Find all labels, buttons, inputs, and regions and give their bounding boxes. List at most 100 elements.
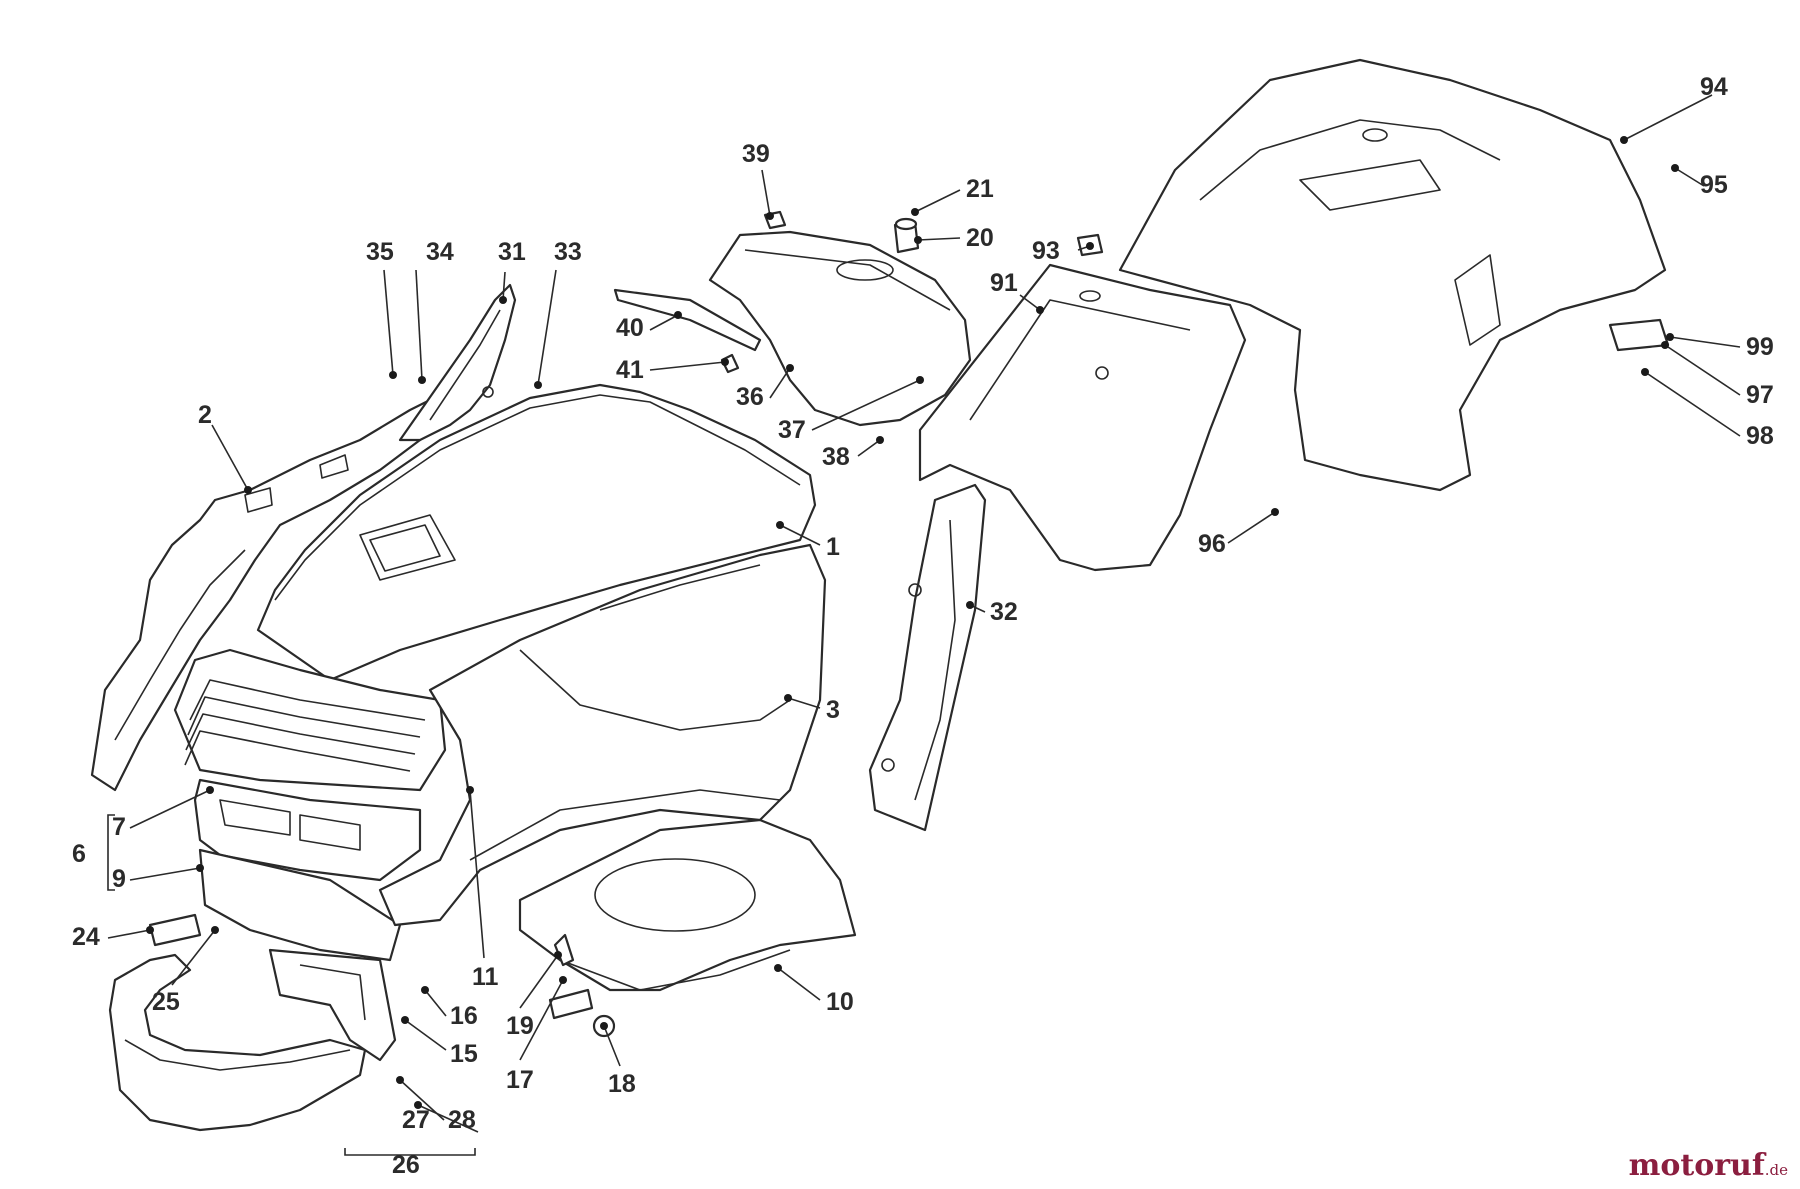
leader-line (129, 789, 211, 829)
leader-line (649, 314, 679, 331)
lower-grille-part (193, 778, 422, 962)
callout-25: 25 (152, 988, 180, 1016)
callout-93: 93 (1032, 237, 1060, 265)
callout-9: 9 (112, 865, 126, 893)
callout-20: 20 (966, 224, 994, 252)
callout-91: 91 (990, 269, 1018, 297)
leader-dot (1666, 333, 1674, 341)
leader-line (404, 1019, 447, 1051)
leader-dot (211, 926, 219, 934)
callout-16: 16 (450, 1002, 478, 1030)
callout-11: 11 (472, 963, 499, 991)
callout-39: 39 (742, 140, 770, 168)
leader-dot (146, 926, 154, 934)
leader-dot (966, 601, 974, 609)
leader-line (107, 929, 151, 939)
leader-dot (499, 296, 507, 304)
leader-line (917, 237, 961, 241)
callout-38: 38 (822, 443, 850, 471)
side-strip-part (868, 483, 987, 832)
callout-10: 10 (826, 988, 854, 1016)
leader-line (211, 424, 249, 491)
leader-dot (1641, 368, 1649, 376)
leader-dot (1661, 341, 1669, 349)
callout-21: 21 (966, 175, 994, 203)
leader-dot (786, 364, 794, 372)
leader-dot (196, 864, 204, 872)
leader-dot (674, 311, 682, 319)
leader-line (603, 1025, 621, 1067)
leader-line (777, 967, 821, 1001)
callout-19: 19 (506, 1012, 534, 1040)
leader-line (1227, 511, 1276, 544)
group-bracket (107, 814, 476, 1156)
callout-33: 33 (554, 238, 582, 266)
leader-dot (244, 486, 252, 494)
leader-line (171, 929, 216, 986)
leader-dot (206, 786, 214, 794)
leader-line (1623, 94, 1713, 141)
leader-dot (914, 236, 922, 244)
callout-36: 36 (736, 383, 764, 411)
callout-34: 34 (426, 238, 454, 266)
grille-part (173, 648, 447, 792)
motoruf-watermark: motoruf.de (1629, 1148, 1788, 1183)
rear-mudguard-part (1118, 58, 1667, 492)
mudguard-insert-part (918, 263, 1247, 572)
leader-dot (600, 1022, 608, 1030)
callout-31: 31 (498, 238, 526, 266)
leader-line (424, 989, 447, 1017)
callout-labels: 1 2 3 6 7 9 10 11 15 16 17 18 19 20 21 2… (72, 73, 1774, 1179)
watermark-text: motoruf (1628, 1148, 1765, 1183)
leader-dot (916, 376, 924, 384)
leader-dot (774, 964, 782, 972)
hood-part (256, 383, 817, 682)
callout-98: 98 (1746, 422, 1774, 450)
leader-line (787, 697, 821, 709)
callout-17: 17 (506, 1066, 534, 1094)
leader-line (129, 867, 201, 881)
callout-6: 6 (72, 840, 86, 868)
leader-lines (107, 94, 1741, 1156)
callout-7: 7 (112, 813, 126, 841)
callout-2: 2 (198, 401, 212, 429)
leader-dot (1036, 306, 1044, 314)
leader-line (779, 524, 821, 546)
leader-line (761, 169, 771, 217)
leader-line (1669, 336, 1741, 348)
leader-dot (1671, 164, 1679, 172)
callout-24: 24 (72, 923, 100, 951)
small-parts (148, 210, 1104, 1038)
leader-dot (1086, 242, 1094, 250)
callout-26: 26 (392, 1151, 420, 1179)
leader-dot (534, 381, 542, 389)
leader-dot (554, 951, 562, 959)
leader-dot (418, 376, 426, 384)
leader-dot (911, 208, 919, 216)
leader-dot (466, 786, 474, 794)
leader-line (857, 439, 881, 457)
callout-3: 3 (826, 696, 840, 724)
callout-94: 94 (1700, 73, 1728, 101)
leader-line (1674, 167, 1705, 187)
leader-line (1664, 344, 1741, 396)
callout-40: 40 (616, 314, 644, 342)
callout-27: 27 (402, 1106, 430, 1134)
leader-dot (401, 1016, 409, 1024)
callout-1: 1 (826, 533, 840, 561)
leader-line (1019, 294, 1041, 311)
leader-line (469, 789, 485, 959)
callout-95: 95 (1700, 171, 1728, 199)
dash-cover-part (708, 230, 972, 427)
callout-28: 28 (448, 1106, 476, 1134)
leader-line (383, 269, 394, 376)
leader-line (537, 269, 557, 386)
leader-line (502, 271, 506, 301)
leader-dot (1271, 508, 1279, 516)
leader-line (1644, 371, 1741, 437)
leader-dot (421, 986, 429, 994)
belly-pan-part (518, 818, 857, 992)
leader-dot (876, 436, 884, 444)
leader-dot (784, 694, 792, 702)
callout-37: 37 (778, 416, 806, 444)
